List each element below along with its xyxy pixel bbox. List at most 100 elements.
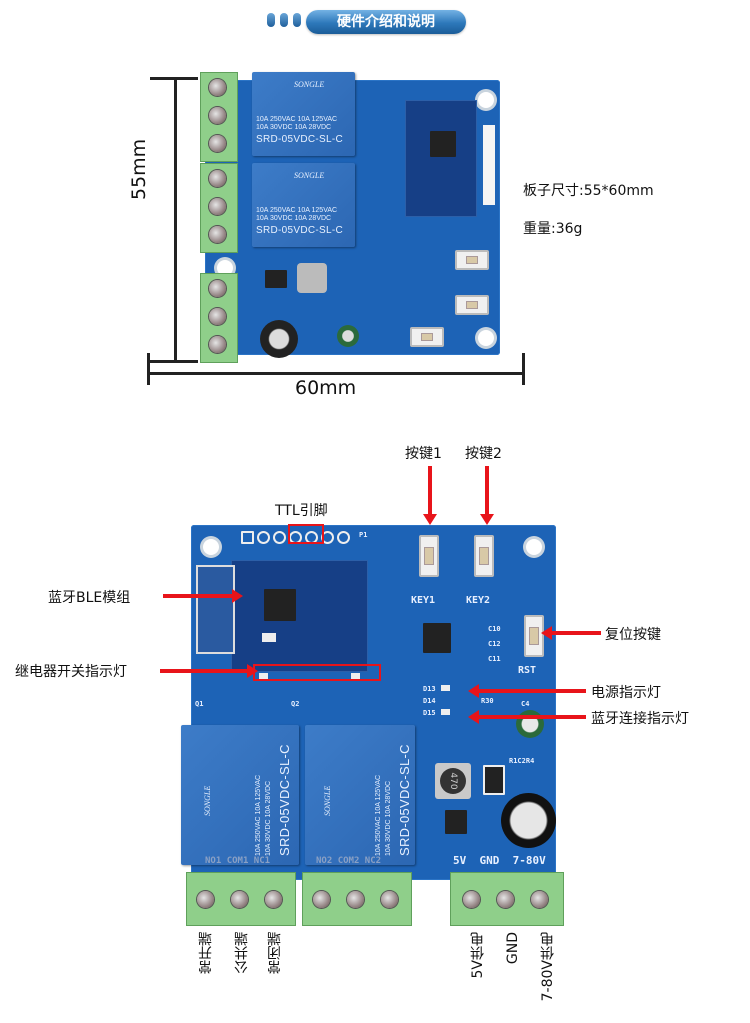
common-label: 公共端 — [234, 932, 250, 974]
ble-module — [405, 100, 477, 217]
mount-hole — [478, 330, 494, 346]
width-dim-label: 60mm — [295, 377, 357, 399]
key1-arrow — [428, 466, 432, 516]
banner-decoration-dots — [267, 13, 301, 27]
regulator-u1 — [265, 270, 287, 288]
rst-button — [410, 327, 444, 347]
relay-model: SRD-05VDC-SL-C — [256, 225, 343, 236]
led-label-d14: D14 — [423, 697, 436, 705]
relay1-terminal-block — [186, 872, 296, 926]
mount-hole — [217, 260, 233, 276]
resistor-label: R30 — [481, 697, 494, 705]
normally-closed-label: 常闭端 — [267, 932, 283, 974]
normally-open-label: 常开端 — [198, 932, 214, 974]
transistor-q1: Q1 — [195, 700, 204, 708]
section-title: 硬件介绍和说明 — [306, 10, 466, 34]
crystal — [262, 633, 276, 642]
ttl-pins-highlight — [288, 524, 324, 544]
ble-connect-indicator-arrow — [478, 715, 586, 719]
relay-brand: SONGLE — [294, 80, 325, 89]
relay2-terminal-block — [200, 163, 238, 253]
height-dim-line — [174, 78, 177, 362]
led-label-d13: D13 — [423, 685, 436, 693]
relay-1: SONGLE 10A 250VAC 10A 125VAC 10A 30VDC 1… — [181, 725, 299, 865]
relay-indicator-arrow — [160, 669, 248, 673]
diode-d7 — [483, 765, 505, 795]
ble-connect-led — [441, 709, 450, 715]
ref-label: R1C2R4 — [509, 757, 535, 765]
height-dim-tick-bottom — [150, 360, 198, 363]
capacitor-electrolytic — [501, 793, 556, 848]
silk-no1: NO1 — [205, 856, 222, 866]
key2-button — [474, 535, 494, 577]
dot — [280, 13, 288, 27]
relay-spec: 10A 250VAC 10A 125VAC — [375, 774, 382, 856]
power-5v-label: 5V供电 — [470, 932, 486, 979]
regulator-u4 — [423, 623, 451, 653]
relay-spec: 10A 30VDC 10A 28VDC — [385, 780, 392, 856]
relay2-terminal-block — [302, 872, 412, 926]
cap-label: C11 — [488, 655, 501, 663]
header-p1 — [483, 125, 495, 205]
header-p1 — [241, 530, 356, 546]
relay-spec: 10A 250VAC 10A 125VAC — [255, 774, 262, 856]
key1-button — [419, 535, 439, 577]
relay-2: SONGLE 10A 250VAC 10A 125VAC 10A 30VDC 1… — [252, 163, 355, 247]
bottom-board-photo: P1 KEY1 KEY2 RST C10 C12 C11 D13 D14 D15… — [181, 525, 556, 880]
relay-led-1 — [259, 673, 268, 679]
relay-terminal-silk: NO2 COM2 NC2 — [316, 856, 381, 866]
ble-module — [231, 560, 368, 672]
cap-label: C10 — [488, 625, 501, 633]
ic-u1 — [445, 810, 467, 834]
power-7-80v-label: 7-80V供电 — [540, 932, 556, 1002]
relay-brand: SONGLE — [203, 785, 212, 816]
relay-terminal-silk: NO1 COM1 NC1 — [205, 856, 270, 866]
cap-c4-label: C4 — [521, 700, 530, 708]
reset-button-callout: 复位按键 — [605, 627, 661, 643]
key2-arrow — [485, 466, 489, 516]
relay-model: SRD-05VDC-SL-C — [397, 744, 412, 856]
relay-1: SONGLE 10A 250VAC 10A 125VAC 10A 30VDC 1… — [252, 72, 355, 156]
ttl-pins-label: TTL引脚 — [275, 503, 328, 519]
mount-hole — [478, 92, 494, 108]
relay-indicator-highlight — [253, 664, 381, 681]
pcb-antenna — [196, 565, 235, 654]
ble-connect-indicator-callout: 蓝牙连接指示灯 — [591, 711, 689, 727]
height-dim-tick-top — [150, 77, 198, 80]
mount-hole — [526, 539, 542, 555]
key1-button — [455, 250, 489, 270]
width-dim-line — [148, 372, 524, 375]
weight-spec: 重量:36g — [523, 221, 583, 237]
gnd-label: GND — [505, 932, 521, 965]
relay-spec: 10A 250VAC 10A 125VAC — [256, 207, 338, 214]
power-indicator-callout: 电源指示灯 — [591, 685, 661, 701]
key2-arrow-head — [480, 514, 494, 525]
key2-label: KEY2 — [466, 595, 491, 606]
ble-chip — [430, 131, 456, 157]
power-led — [441, 685, 450, 691]
inductor-l1: 470 — [435, 763, 471, 799]
header-ref: P1 — [359, 531, 368, 539]
board-size-spec: 板子尺寸:55*60mm — [523, 183, 654, 199]
silk-nc2: NC2 — [364, 856, 382, 866]
top-board-photo: SONGLE 10A 250VAC 10A 125VAC 10A 30VDC 1… — [205, 72, 500, 358]
key1-callout: 按键1 — [405, 446, 442, 462]
relay-brand: SONGLE — [294, 171, 325, 180]
inductor-value: 470 — [440, 768, 466, 794]
inductor-l1 — [297, 263, 327, 293]
power-indicator-arrow — [478, 689, 586, 693]
capacitor-c4 — [337, 325, 359, 347]
relay-indicator-arrow-head — [247, 664, 258, 678]
relay-indicator-callout: 继电器开关指示灯 — [15, 664, 127, 680]
relay-model: SRD-05VDC-SL-C — [277, 744, 292, 856]
mount-hole — [203, 539, 219, 555]
height-dim-label: 55mm — [128, 138, 150, 200]
relay1-terminal-block — [200, 72, 238, 162]
dot — [293, 13, 301, 27]
led-label-d15: D15 — [423, 709, 436, 717]
key2-button — [455, 295, 489, 315]
relay-2: SONGLE 10A 250VAC 10A 125VAC 10A 30VDC 1… — [305, 725, 415, 865]
ble-module-callout: 蓝牙BLE模组 — [48, 590, 131, 606]
relay-brand: SONGLE — [323, 785, 332, 816]
relay-spec: 10A 30VDC 10A 28VDC — [256, 215, 332, 222]
